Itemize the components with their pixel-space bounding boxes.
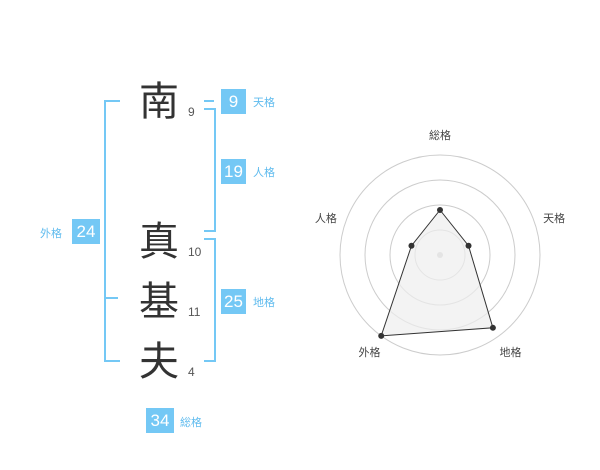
stroke-count-4: 4 (188, 365, 195, 379)
radar-point-3 (378, 332, 385, 339)
radar-data-polygon (380, 209, 494, 337)
tenkaku-label: 天格 (253, 96, 275, 109)
radar-axis-label-1: 天格 (543, 211, 565, 225)
radar-axis-label-0: 総格 (429, 128, 451, 142)
tenkaku-bracket (204, 100, 214, 102)
jinkaku-value-badge: 19 (221, 159, 246, 184)
tenkaku-value-badge: 9 (221, 89, 246, 114)
stroke-count-2: 10 (188, 245, 202, 259)
gaikaku-label: 外格 (40, 227, 62, 240)
radar-data-points (378, 207, 496, 339)
radar-axis-label-4: 人格 (315, 211, 337, 225)
gaikaku-bracket (104, 100, 120, 362)
name-char-2: 真 (139, 219, 179, 265)
chikaku-label: 地格 (253, 296, 275, 309)
jinkaku-label: 人格 (253, 166, 275, 179)
radar-ring-4 (339, 154, 541, 356)
soukaku-value-badge: 34 (146, 408, 174, 433)
stroke-count-3: 11 (188, 305, 201, 319)
radar-axis-label-2: 地格 (500, 345, 522, 359)
radar-point-2 (489, 324, 496, 331)
radar-point-0 (437, 207, 443, 213)
stroke-count-1: 9 (188, 105, 195, 119)
soukaku-label: 総格 (180, 416, 202, 429)
chikaku-value-badge: 25 (221, 289, 246, 314)
name-char-3: 基 (139, 279, 179, 325)
jinkaku-bracket (204, 108, 216, 232)
name-char-4: 夫 (139, 339, 179, 385)
gaikaku-bracket-tick (104, 297, 118, 299)
radar-point-4 (408, 242, 415, 249)
gaikaku-value-badge: 24 (72, 219, 100, 244)
name-char-1: 南 (139, 79, 179, 125)
chikaku-bracket (204, 238, 216, 362)
radar-point-1 (465, 242, 472, 249)
radar-axis-label-3: 外格 (358, 345, 380, 359)
